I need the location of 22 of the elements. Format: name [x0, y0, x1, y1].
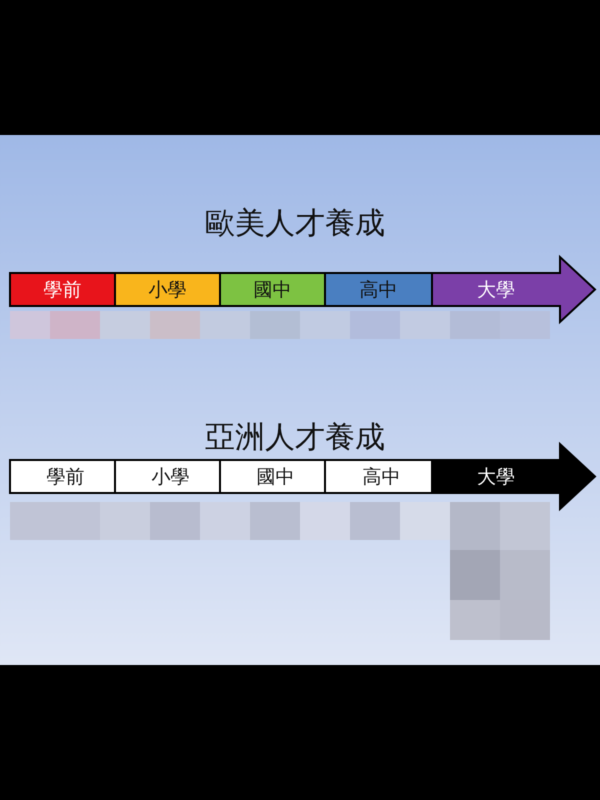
- heading: 歐美人才養成: [205, 205, 385, 243]
- stage-label: 小學: [152, 464, 190, 490]
- stage-label: 國中: [254, 278, 292, 302]
- arrow-segment: [432, 257, 595, 322]
- timeline-segment: [115, 273, 220, 306]
- arrow-segment: [432, 444, 595, 509]
- heading: 亞洲人才養成: [205, 419, 385, 457]
- stage-label: 學前: [44, 278, 82, 302]
- stage-label: 國中: [256, 464, 294, 490]
- timeline-segment: [325, 460, 432, 493]
- stage-label: 高中: [360, 278, 398, 302]
- timeline-segment: [10, 273, 115, 306]
- timeline-segment: [220, 460, 325, 493]
- timeline-segment: [325, 273, 432, 306]
- stage-label: 大學: [477, 464, 515, 490]
- timeline-segment: [10, 460, 115, 493]
- timeline-segment: [115, 460, 220, 493]
- stage-label: 高中: [362, 464, 400, 490]
- stage-label: 學前: [46, 464, 84, 490]
- stage-label: 小學: [148, 278, 186, 302]
- stage-label: 大學: [477, 278, 515, 302]
- timeline-segment: [220, 273, 325, 306]
